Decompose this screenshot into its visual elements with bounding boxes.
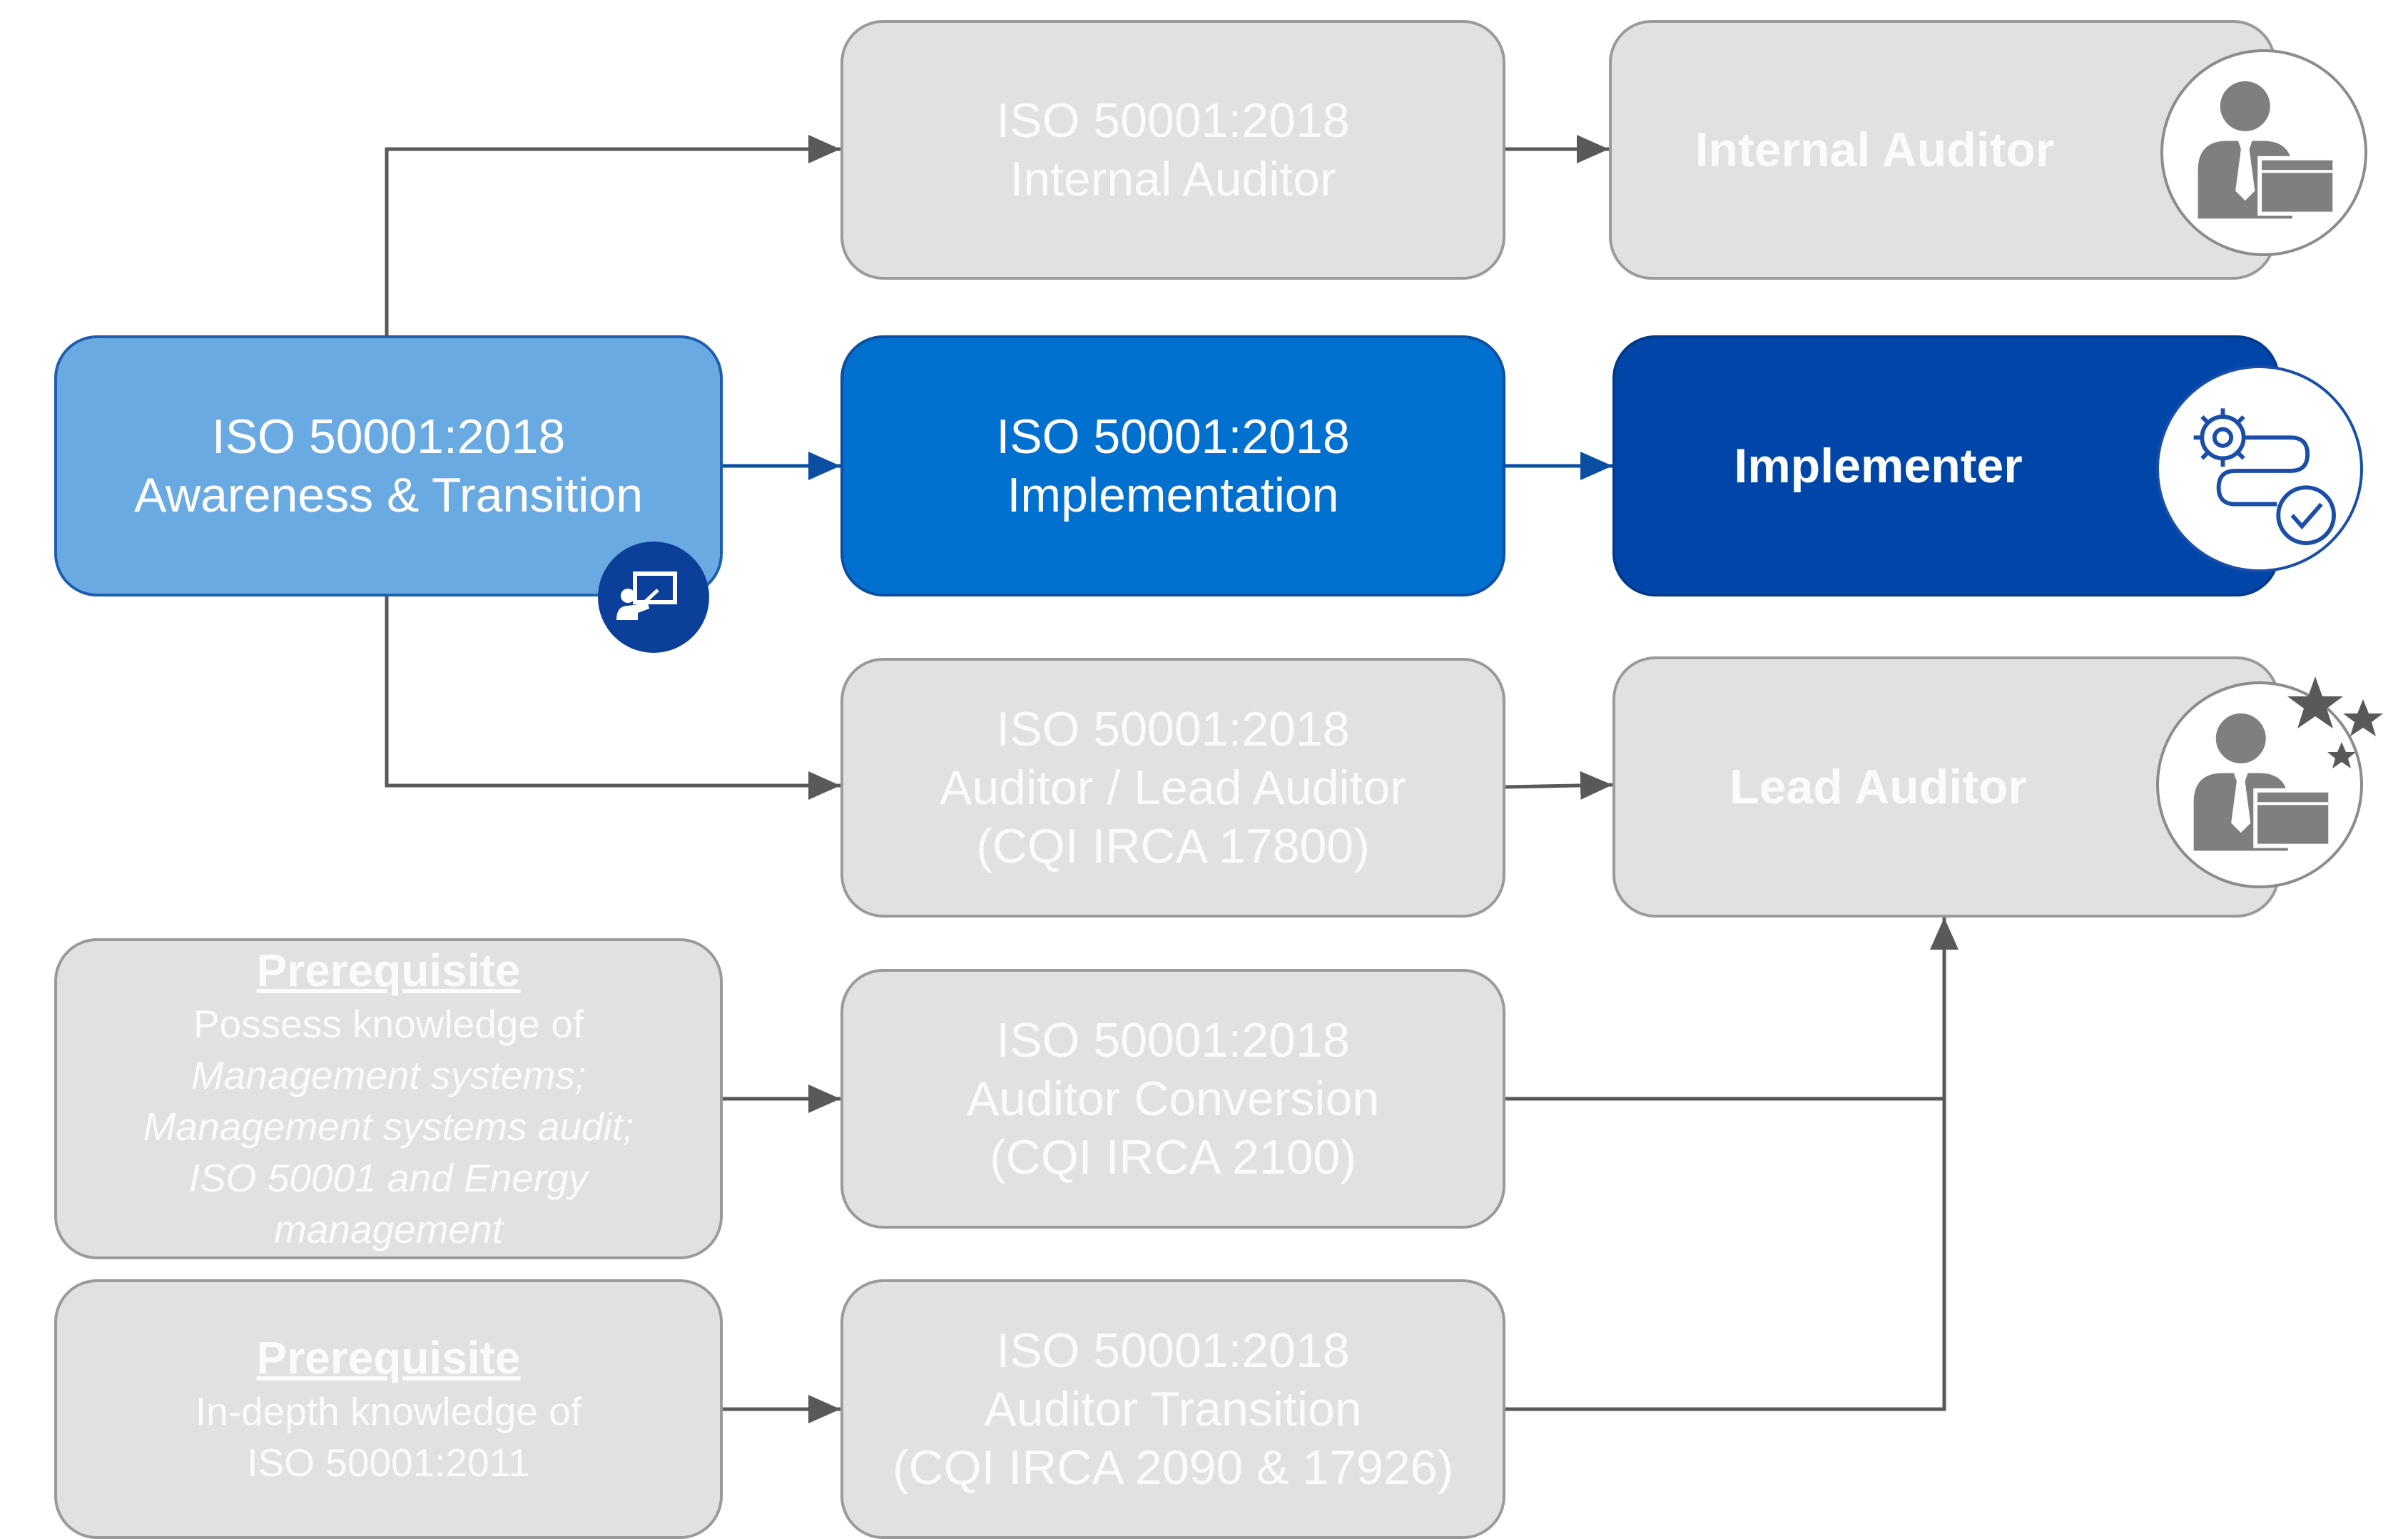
prerequisite-2-line: ISO 50001:2011 <box>247 1441 530 1485</box>
course-lead-auditor-line3: (CQI IRCA 17800) <box>976 819 1370 873</box>
course-conversion-line2: Auditor Conversion <box>966 1072 1380 1126</box>
star-icon <box>2287 676 2383 768</box>
auditor-person-icon <box>2160 49 2367 256</box>
role-implementer[interactable]: Implementer <box>1612 335 2280 596</box>
prerequisite-1-title: Prerequisite <box>256 945 521 996</box>
course-awareness-line1: ISO 50001:2018 <box>211 410 566 464</box>
prerequisite-2-title: Prerequisite <box>256 1332 521 1383</box>
auditor-person-stars-icon <box>2156 681 2363 888</box>
course-internal-auditor-line2: Internal Auditor <box>1010 152 1336 206</box>
role-internal-auditor-title: Internal Auditor <box>1695 123 2055 177</box>
course-transition-line2: Auditor Transition <box>984 1382 1362 1436</box>
connector-awareness-to-internal-auditor <box>385 135 840 335</box>
course-transition-line3: (CQI IRCA 2090 & 17926) <box>892 1441 1454 1495</box>
course-conversion-line3: (CQI IRCA 2100) <box>990 1130 1356 1184</box>
course-awareness-transition[interactable]: ISO 50001:2018 Awareness & Transition <box>54 335 723 596</box>
course-auditor-transition[interactable]: ISO 50001:2018 Auditor Transition (CQI I… <box>840 1279 1505 1539</box>
prerequisite-1-line: management <box>273 1207 504 1251</box>
course-lead-auditor-line2: Auditor / Lead Auditor <box>939 761 1406 815</box>
connector-awareness-to-lead-auditor <box>385 596 840 800</box>
course-conversion-line1: ISO 50001:2018 <box>996 1013 1350 1067</box>
prerequisite-1-line: ISO 50001 and Energy <box>188 1156 589 1200</box>
course-awareness-line2: Awareness & Transition <box>133 468 644 522</box>
prerequisite-box-1: Prerequisite Possess knowledge of Manage… <box>54 938 723 1259</box>
role-lead-auditor[interactable]: Lead Auditor <box>1612 656 2280 918</box>
prerequisite-box-2: Prerequisite In-depth knowledge of ISO 5… <box>54 1279 723 1539</box>
prerequisite-2-line: In-depth knowledge of <box>195 1389 582 1433</box>
course-internal-auditor-line1: ISO 50001:2018 <box>996 93 1350 148</box>
course-implementation-line2: Implementation <box>1007 468 1339 522</box>
course-lead-auditor-line1: ISO 50001:2018 <box>996 702 1350 756</box>
gear-workflow-check-icon <box>2156 365 2363 572</box>
course-transition-line1: ISO 50001:2018 <box>996 1324 1350 1378</box>
prerequisite-1-line: Possess knowledge of <box>193 1002 584 1046</box>
connector-transition-to-lead-role <box>1505 918 1959 1411</box>
course-lead-auditor[interactable]: ISO 50001:2018 Auditor / Lead Auditor (C… <box>840 658 1505 918</box>
role-lead-auditor-title: Lead Auditor <box>1729 760 2027 814</box>
course-implementation[interactable]: ISO 50001:2018 Implementation <box>840 335 1505 596</box>
course-implementation-line1: ISO 50001:2018 <box>996 410 1350 464</box>
prerequisite-1-line: Management systems; <box>190 1053 586 1097</box>
course-internal-auditor[interactable]: ISO 50001:2018 Internal Auditor <box>840 20 1505 280</box>
presentation-icon <box>598 542 709 653</box>
connector-lead-course-to-role <box>1505 771 1613 800</box>
role-implementer-title: Implementer <box>1734 439 2023 493</box>
course-auditor-conversion[interactable]: ISO 50001:2018 Auditor Conversion (CQI I… <box>840 969 1505 1229</box>
prerequisite-1-line: Management systems audit; <box>143 1104 634 1149</box>
